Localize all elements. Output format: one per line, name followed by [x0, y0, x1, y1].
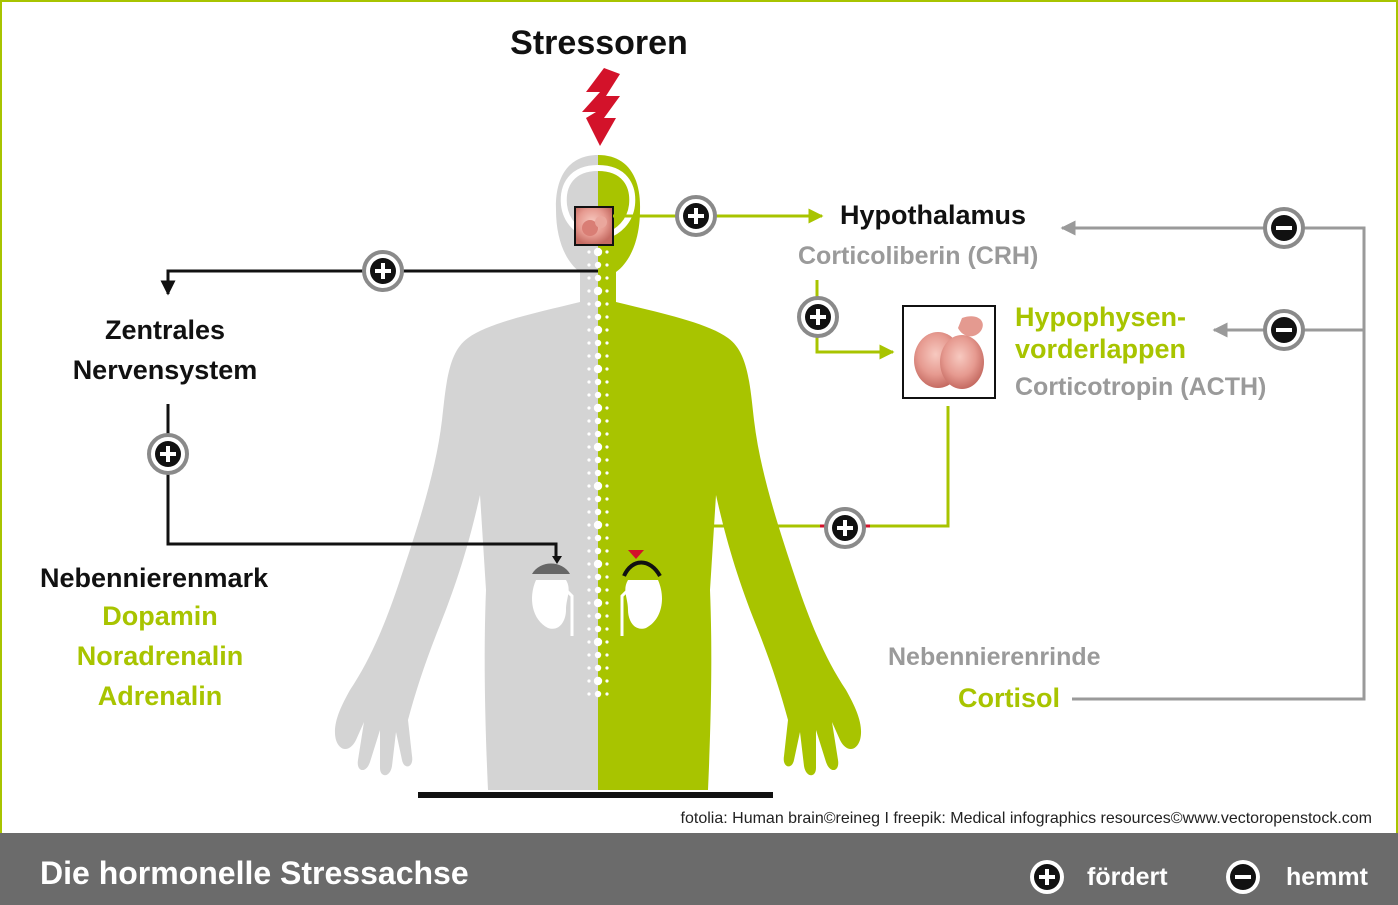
footer-title: Die hormonelle Stressachse: [40, 855, 469, 892]
lightning-icon: [582, 68, 620, 146]
feedback-cortisol: [1062, 228, 1364, 699]
label-dopamin: Dopamin: [40, 601, 280, 632]
diagram-title: Stressoren: [0, 24, 1198, 63]
legend-plus-text: fördert: [1087, 863, 1168, 892]
label-adrenalin: Adrenalin: [40, 681, 280, 712]
plus-icon: [677, 197, 715, 235]
plus-icon: [364, 252, 402, 290]
label-hypophyse-1: Hypophysen-: [1015, 302, 1186, 333]
plus-icon: [149, 435, 187, 473]
label-noradrenalin: Noradrenalin: [40, 641, 280, 672]
label-acth: Corticotropin (ACTH): [1015, 373, 1266, 402]
body-silhouette: [335, 155, 861, 798]
label-nebennierenmark: Nebennierenmark: [40, 563, 268, 594]
plus-icon: [826, 509, 864, 547]
label-zns-2: Nervensystem: [60, 355, 270, 386]
plus-icon: [799, 298, 837, 336]
footer-bar: Die hormonelle Stressachse fördert hemmt: [0, 833, 1398, 905]
legend-minus-text: hemmt: [1286, 863, 1368, 892]
pituitary-image: [903, 306, 995, 398]
label-hypothalamus: Hypothalamus: [840, 200, 1026, 231]
legend-plus-icon: [1030, 860, 1064, 894]
label-zns-1: Zentrales: [60, 315, 270, 346]
minus-icon: [1265, 311, 1303, 349]
label-hypophyse-2: vorderlappen: [1015, 334, 1186, 365]
image-credit: fotolia: Human brain©reineg I freepik: M…: [681, 810, 1372, 828]
label-crh: Corticoliberin (CRH): [798, 242, 1038, 271]
hypothalamus-image: [575, 207, 613, 245]
legend-minus-icon: [1226, 860, 1260, 894]
label-cortisol: Cortisol: [958, 683, 1060, 714]
label-nebennierenrinde: Nebennierenrinde: [888, 643, 1101, 672]
minus-icon: [1265, 209, 1303, 247]
